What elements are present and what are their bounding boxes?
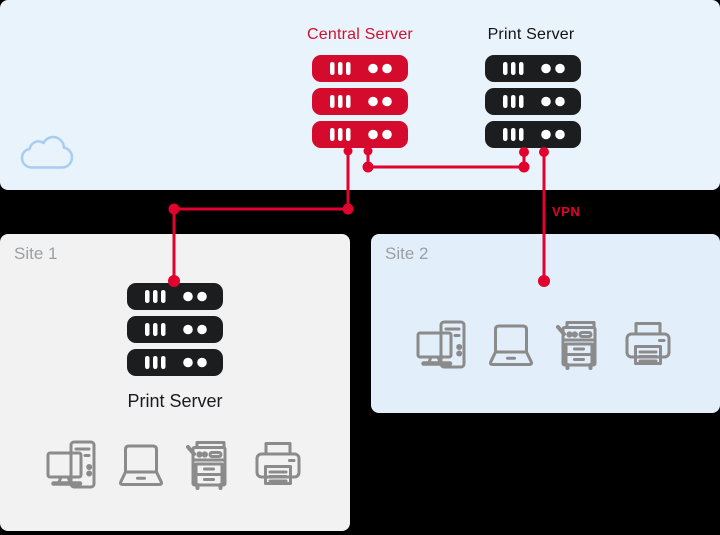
site2-title: Site 2: [385, 244, 429, 263]
site1-device-row: [46, 439, 304, 491]
site1-print-server-icon: [127, 283, 223, 376]
site2-device-row: [416, 319, 674, 371]
desktop-icon: [416, 319, 468, 371]
site2-panel: Site 2: [371, 234, 720, 413]
print-server-icon: [485, 55, 581, 148]
desktop-icon: [46, 439, 98, 491]
cloud-zone: Central Server Print Server: [0, 0, 720, 190]
site1-print-server-label: Print Server: [127, 391, 223, 411]
printer-icon: [622, 319, 674, 371]
central-server-icon: [312, 55, 408, 148]
print-server-label: Print Server: [487, 26, 575, 43]
laptop-icon: [115, 439, 167, 491]
printer-icon: [252, 439, 304, 491]
site1-panel: Site 1 Print Server: [0, 234, 350, 531]
site1-title: Site 1: [14, 244, 58, 263]
connector-dot: [342, 203, 354, 215]
laptop-icon: [485, 319, 537, 371]
copier-icon: [553, 319, 605, 371]
connector-dot: [168, 203, 180, 215]
vpn-label: VPN: [552, 204, 581, 219]
central-server-label: Central Server: [307, 26, 413, 43]
copier-icon: [183, 439, 235, 491]
cloud-icon: [20, 135, 74, 169]
